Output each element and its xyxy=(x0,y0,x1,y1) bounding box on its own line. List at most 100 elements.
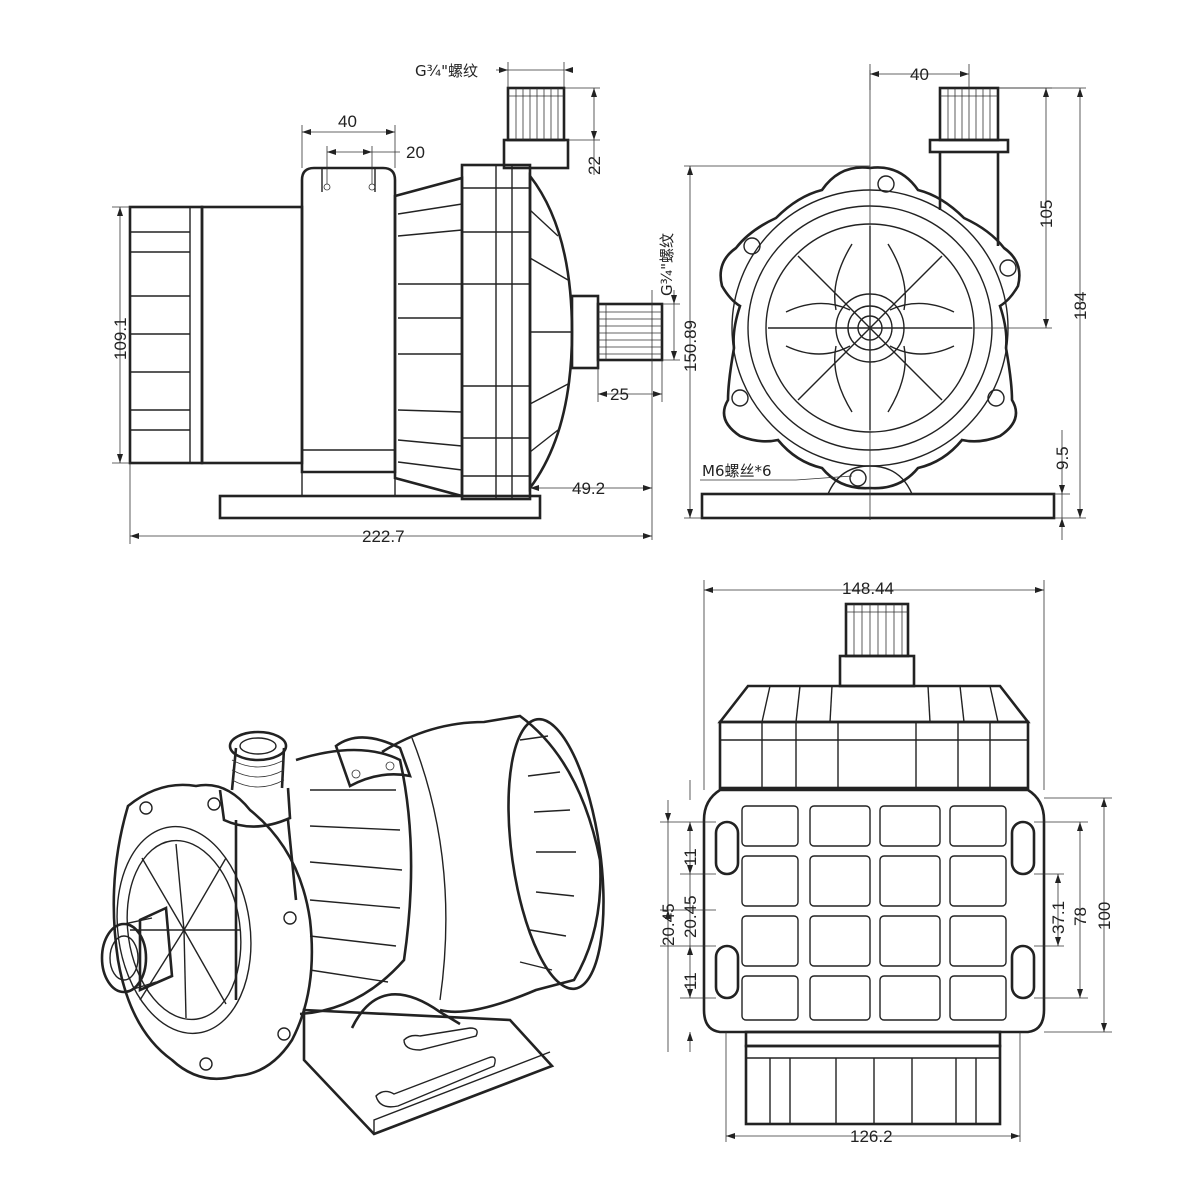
iso-outlet-thread-lines xyxy=(231,759,285,788)
dim-outlet-to-center-label: 105 xyxy=(1037,200,1056,228)
dim-motor-width: 126.2 xyxy=(725,1032,1021,1146)
inlet-collar xyxy=(570,294,600,370)
iso-inlet-collar xyxy=(138,906,174,992)
iso-outlet-collar xyxy=(218,787,292,828)
iso-outlet-mouth xyxy=(228,730,288,762)
dim-mount-width-label: 40 xyxy=(338,112,357,131)
dim-slot-length-top-label: 11 xyxy=(681,848,700,866)
iso-adapter-fins xyxy=(309,789,403,983)
iso-adapter xyxy=(295,748,413,1016)
iso-base-slot xyxy=(403,1027,478,1051)
front-bolt-holes xyxy=(731,175,1017,487)
dim-motor-diameter: 109.1 xyxy=(111,206,130,464)
dim-total-height: 184 xyxy=(998,87,1090,519)
front-outlet-thread-lines xyxy=(940,88,998,140)
mount-hole xyxy=(368,183,376,191)
dim-inlet-length-label: 25 xyxy=(610,385,629,404)
inlet-thread-label: G¾"螺纹 xyxy=(658,233,676,296)
iso-motor-end-fins xyxy=(519,735,576,971)
pump-head-ribs xyxy=(462,165,530,499)
bottom-head-ribs xyxy=(761,685,999,723)
dim-base-thickness-label: 9.5 xyxy=(1053,446,1072,470)
dim-base-length: 100 xyxy=(1044,797,1114,1033)
dim-outlet-to-center: 105 xyxy=(904,87,1056,329)
iso-bracket xyxy=(350,993,461,1029)
dim-slot-spacing: 37.1 xyxy=(1034,873,1068,947)
dim-outlet-thread: G¾"螺纹 xyxy=(415,62,573,88)
iso-flange-bolts xyxy=(139,797,297,1071)
dim-total-height-label: 184 xyxy=(1071,292,1090,320)
dim-outlet-height: 22 xyxy=(564,87,604,175)
dim-mount-slot: 20 xyxy=(326,143,425,184)
bottom-motor-collar xyxy=(744,1030,1002,1048)
iso-base-slot xyxy=(375,1056,496,1108)
dim-slot-spacing-label: 37.1 xyxy=(1049,901,1068,934)
bottom-pump-head xyxy=(718,720,1030,790)
motor-end-cap-fins xyxy=(130,207,191,463)
bottom-pump-head-lines xyxy=(720,722,1028,788)
dim-slot-gap-2-label: 20.45 xyxy=(681,895,700,938)
dim-outlet-offset-label: 40 xyxy=(910,65,929,84)
bottom-motor-fins xyxy=(746,1057,1000,1124)
iso-impeller-spokes xyxy=(130,843,240,1019)
iso-motor-body xyxy=(381,714,602,1014)
iso-motor-end xyxy=(507,717,605,991)
dim-outlet-offset: 40 xyxy=(869,64,970,90)
dim-inlet-length: 25 xyxy=(597,360,663,404)
iso-pump-head xyxy=(112,783,314,1080)
finned-adapter xyxy=(393,176,464,498)
motor-end-cap xyxy=(128,205,204,465)
adapter-fins xyxy=(397,203,463,471)
dim-total-length: 222.7 xyxy=(129,463,652,546)
iso-impeller-ring xyxy=(116,825,252,1035)
mount-bracket xyxy=(300,166,397,474)
iso-base-plate xyxy=(302,1008,555,1136)
dim-mount-width: 40 xyxy=(301,112,396,168)
mount-hole xyxy=(323,183,331,191)
dim-total-length-label: 222.7 xyxy=(362,527,405,546)
front-outlet-neck xyxy=(938,152,1000,246)
dim-mount-slot-label: 20 xyxy=(406,143,425,162)
bottom-outlet-thread-lines xyxy=(846,604,908,656)
dim-slot-outer-label: 78 xyxy=(1071,907,1090,926)
outlet-thread-lines xyxy=(508,88,564,140)
dim-head-width: 148.44 xyxy=(703,579,1045,790)
dim-outlet-height-label: 22 xyxy=(585,156,604,175)
base-plate xyxy=(218,494,542,520)
inlet-thread-lines xyxy=(598,304,662,360)
dim-motor-width-label: 126.2 xyxy=(850,1127,893,1146)
dim-center-height: 150.89 xyxy=(681,165,870,519)
dim-base-length-label: 100 xyxy=(1095,902,1114,930)
dim-head-depth: 49.2 xyxy=(529,290,653,540)
front-view: 40 105 184 9.5 150.89 xyxy=(681,64,1090,540)
dim-head-depth-label: 49.2 xyxy=(572,479,605,498)
bottom-base-pockets xyxy=(741,805,1007,1021)
dim-inlet-thread: G¾"螺纹 xyxy=(658,233,680,361)
dim-slot-gap-1-label: 20.45 xyxy=(659,903,678,946)
side-view: 40 20 G¾"螺纹 22 G¾"螺纹 xyxy=(111,62,680,546)
volute-ribs xyxy=(529,209,572,453)
motor-body xyxy=(200,205,304,465)
dim-slot-outer: 78 xyxy=(1034,821,1090,999)
outlet-thread-label: G¾"螺纹 xyxy=(415,62,478,80)
front-outlet-collar xyxy=(928,138,1010,154)
bottom-base-plate xyxy=(702,788,1046,1034)
dim-slot-left: 11 20.45 20.45 11 xyxy=(659,780,716,1052)
inlet-thread xyxy=(596,302,664,362)
dim-motor-diameter-label: 109.1 xyxy=(111,317,130,360)
bottom-outlet-collar xyxy=(838,654,916,688)
bolt-callout: M6螺丝*6 xyxy=(700,462,853,481)
outlet-thread xyxy=(506,86,566,142)
bottom-view: 148.44 126.2 100 78 37.1 xyxy=(659,579,1114,1146)
bottom-motor xyxy=(744,1044,1002,1126)
dim-slot-length-bottom-label: 11 xyxy=(681,972,700,990)
bottom-mount-slots xyxy=(714,820,1036,1000)
front-base-plate xyxy=(700,492,1056,520)
dim-head-width-label: 148.44 xyxy=(842,579,894,598)
dim-base-thickness: 9.5 xyxy=(1053,430,1072,540)
isometric-view xyxy=(100,714,605,1136)
bolt-label: M6螺丝*6 xyxy=(702,462,772,480)
iso-mount-tab xyxy=(334,736,412,788)
dim-center-height-label: 150.89 xyxy=(681,320,700,372)
